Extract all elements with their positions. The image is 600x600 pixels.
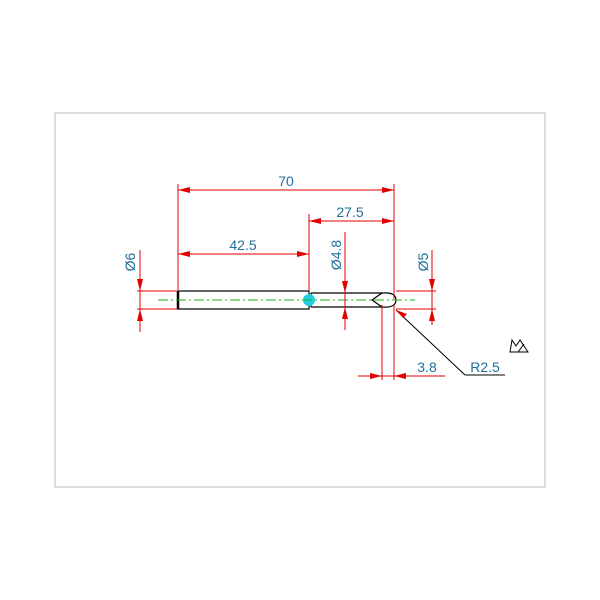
ucs-icon [509, 338, 529, 353]
dim-tip-diameter: Ø5 [415, 252, 431, 271]
dim-ball-radius: R2.5 [470, 359, 500, 375]
part-outline [158, 290, 415, 310]
dim-overall-length: 70 [278, 173, 294, 189]
extension-lines [137, 184, 436, 380]
dim-neck-diameter: Ø4.8 [328, 240, 344, 271]
dim-ball-offset: 3.8 [417, 359, 437, 375]
arrowheads [137, 187, 435, 379]
dimension-lines [139, 189, 505, 377]
drawing-frame [54, 112, 546, 488]
dim-tip-length: 27.5 [336, 204, 363, 220]
dim-shank-diameter: Ø6 [122, 252, 138, 271]
dim-shank-length: 42.5 [229, 237, 256, 253]
